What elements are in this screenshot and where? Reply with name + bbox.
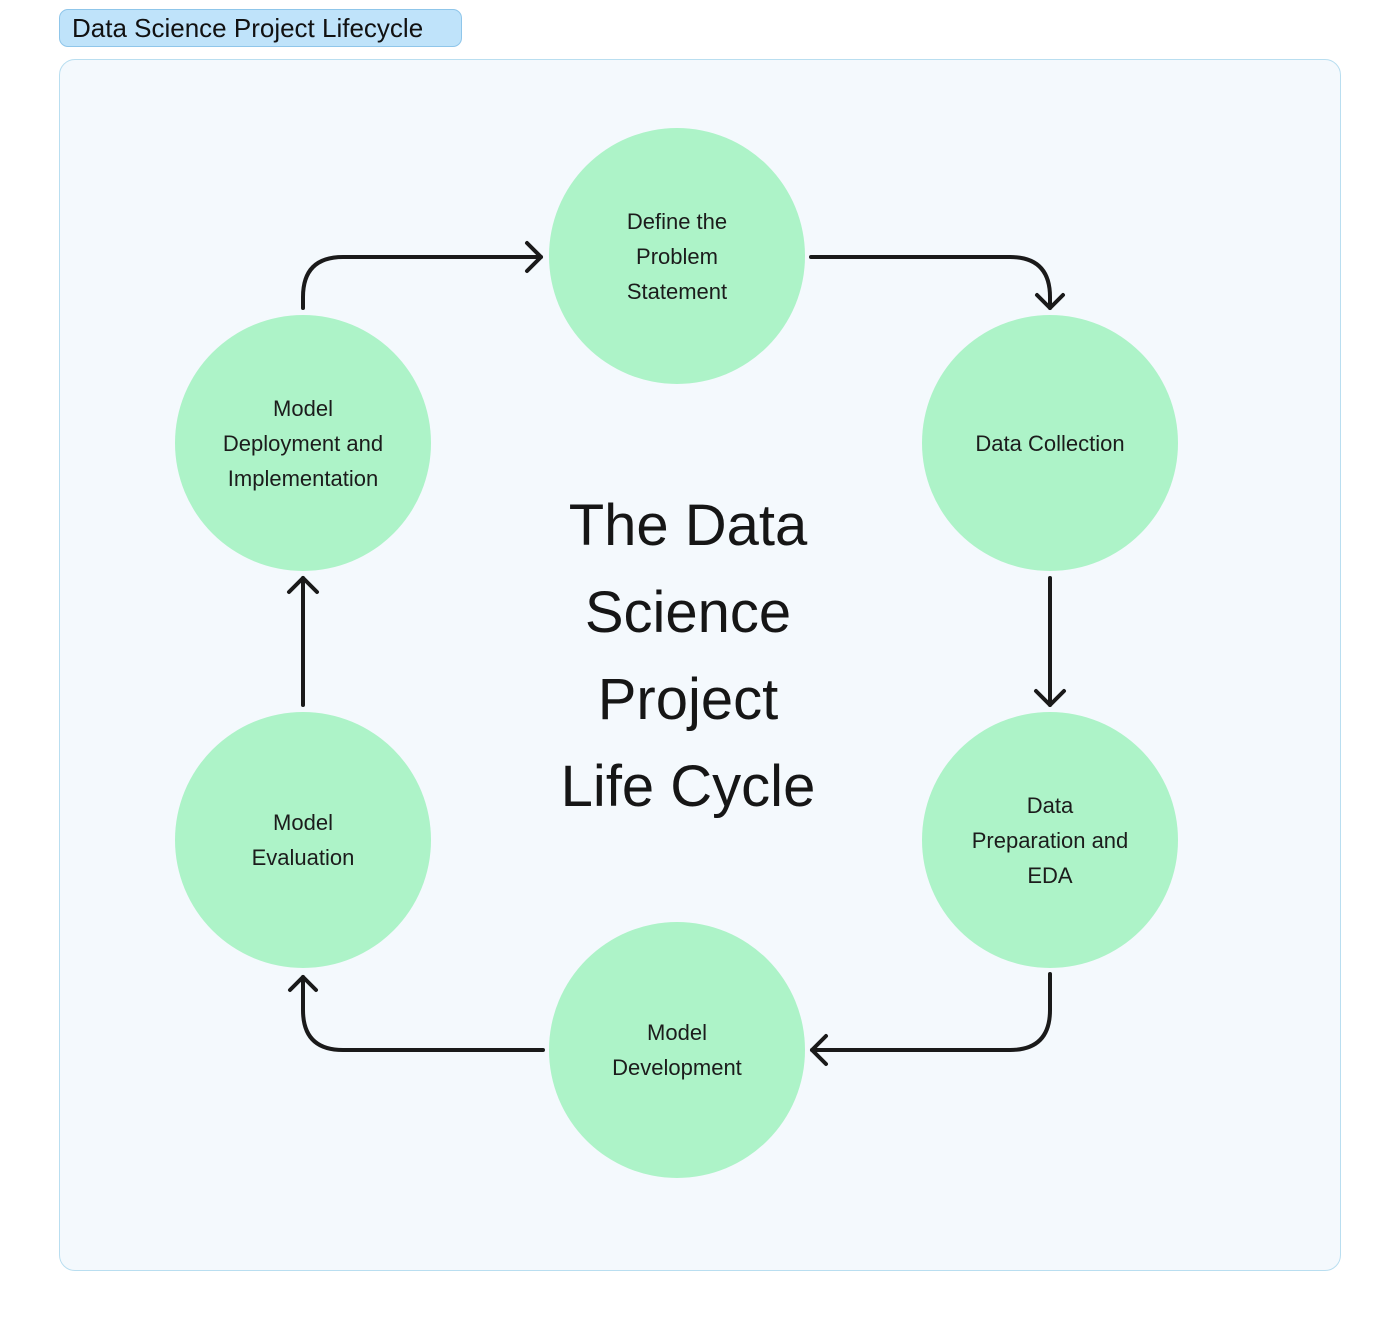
node-define-problem: Define the Problem Statement [549, 128, 805, 384]
node-label: Data Collection [975, 430, 1125, 456]
node-model-evaluation: Model Evaluation [175, 712, 431, 968]
frame-title: Data Science Project Lifecycle [72, 13, 424, 43]
node-label: Define the Problem Statement [626, 208, 728, 304]
node-model-development: Model Development [549, 922, 805, 1178]
node-model-deployment: Model Deployment and Implementation [175, 315, 431, 571]
node-label: Model Development [612, 1020, 742, 1080]
node-label: Model Deployment and Implementation [222, 395, 384, 491]
frame-title-tab[interactable]: Data Science Project Lifecycle [59, 9, 462, 47]
node-label: Data Preparation and EDA [971, 792, 1129, 888]
center-title: The Data Science Project Life Cycle [560, 493, 816, 819]
node-label: Model Evaluation [251, 810, 355, 870]
node-data-preparation: Data Preparation and EDA [922, 712, 1178, 968]
node-data-collection: Data Collection [922, 315, 1178, 571]
